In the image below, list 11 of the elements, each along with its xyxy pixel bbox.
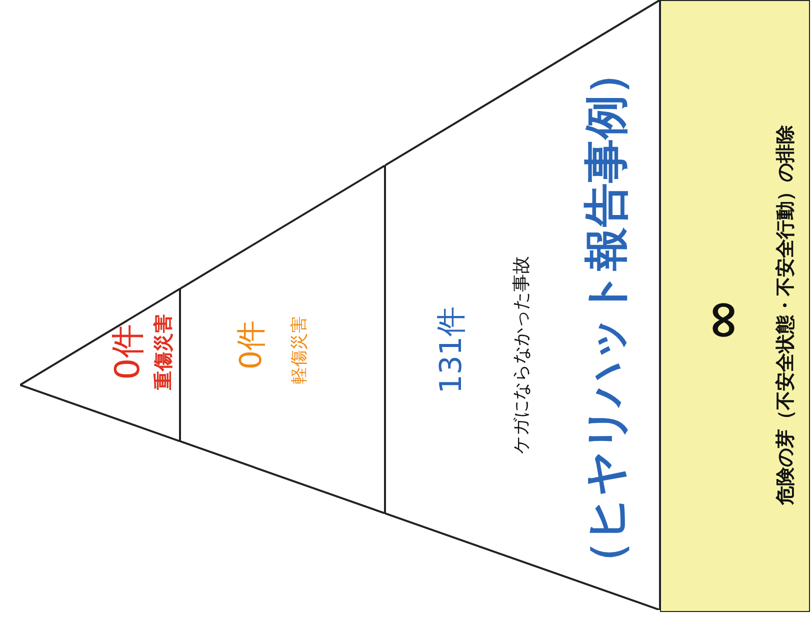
example-label: （ヒヤリハット報告事例） [585, 51, 629, 585]
base-panel [660, 0, 810, 612]
count-label: 0件 [111, 324, 145, 380]
pyramid-level [20, 288, 180, 442]
category-label: 危険の芽（不安全状態・不安全行動）の排除 [776, 125, 796, 505]
category-label: 重傷災害 [154, 314, 174, 390]
count-label: 131件 [437, 306, 467, 394]
count-label: 0件 [237, 320, 267, 370]
category-label: ケガにならなかった事故 [513, 256, 531, 454]
infinity-symbol: ∞ [696, 298, 748, 342]
category-label: 軽傷災害 [292, 316, 308, 384]
